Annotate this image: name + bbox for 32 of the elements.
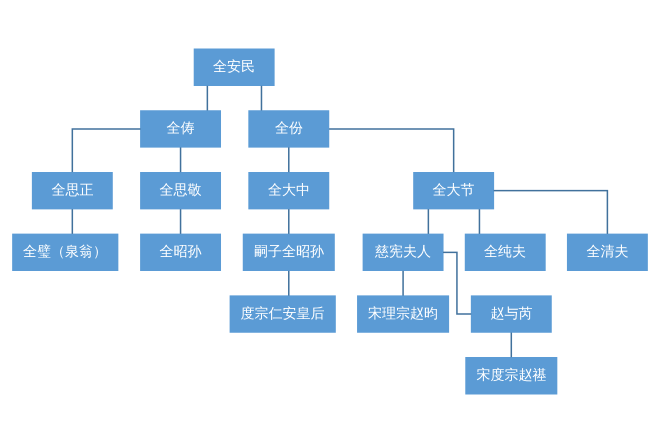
connector: [260, 85, 262, 110]
node-box: 全思敬: [140, 171, 222, 209]
node-box: 全昭孙: [140, 233, 222, 271]
connector: [180, 208, 182, 234]
node-box: 全清夫: [566, 233, 648, 271]
node-box: 全大节: [413, 171, 494, 209]
connector: [288, 270, 290, 296]
node-box: 全大中: [248, 171, 330, 209]
node-box: 全纯夫: [464, 233, 546, 271]
node-box: 宋度宗赵禥: [465, 356, 558, 394]
node-box: 全安民: [194, 48, 275, 86]
connector: [206, 85, 208, 110]
connector: [329, 128, 454, 172]
connector: [288, 208, 290, 234]
node-box: 全份: [248, 110, 330, 148]
node-box: 赵与芮: [470, 294, 552, 332]
node-box: 全璧（泉翁）: [12, 233, 118, 271]
connector: [180, 146, 182, 172]
node-box: 度宗仁安皇后: [230, 294, 336, 332]
node-box: 全俦: [140, 110, 222, 148]
connector: [72, 208, 74, 234]
connector: [72, 128, 141, 172]
connector: [510, 332, 512, 357]
connector: [428, 208, 430, 234]
node-box: 宋理宗赵昀: [357, 294, 450, 332]
connector: [494, 189, 608, 234]
connector: [402, 270, 404, 296]
node-box: 嗣子全昭孙: [242, 233, 335, 271]
node-box: 慈宪夫人: [362, 233, 444, 271]
node-box: 全思正: [32, 171, 113, 209]
connector: [288, 146, 290, 172]
connector: [478, 208, 480, 234]
